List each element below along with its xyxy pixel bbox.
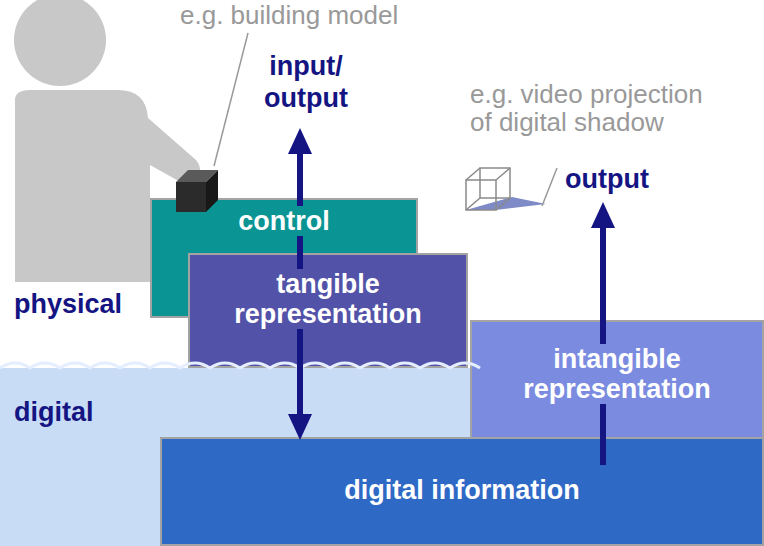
arrow-shaft — [600, 224, 606, 465]
layer-box: tangible representation — [188, 253, 468, 368]
leader-line — [542, 168, 557, 206]
label-holder: e.g. video projection of digital shadow — [470, 80, 715, 136]
layer-box: digital information — [160, 437, 764, 546]
wireframe-cube — [466, 168, 510, 210]
cube-side — [206, 170, 218, 212]
arrow-label: input/ output — [256, 50, 356, 114]
box-title: tangible representation — [214, 269, 442, 329]
building-model-cube — [176, 170, 218, 212]
arrow-head — [288, 128, 312, 154]
callout-text: e.g. video projection of digital shadow — [470, 80, 715, 136]
layer-box: intangible representation — [470, 320, 764, 440]
cube-front — [176, 182, 206, 212]
label-holder: input/ output — [256, 50, 356, 114]
box-title: digital information — [340, 475, 584, 505]
callout-text: e.g. building model — [180, 0, 440, 30]
leader-line — [214, 33, 248, 166]
layer-label: digital — [14, 396, 139, 428]
box-title: control — [234, 206, 334, 236]
arrow-label: output — [565, 163, 685, 195]
arrow-head — [591, 202, 615, 228]
label-holder: digital — [14, 396, 139, 428]
input-output-arrow — [288, 128, 312, 440]
label-holder: physical — [14, 288, 139, 320]
label-holder: e.g. building model — [180, 0, 440, 30]
cube-side-edges — [466, 168, 510, 210]
output-arrow — [591, 202, 615, 465]
person-head — [14, 0, 106, 86]
water-wave — [0, 363, 480, 368]
arrow-shaft — [297, 150, 303, 418]
box-title: intangible representation — [503, 344, 731, 404]
arrow-head — [288, 414, 312, 440]
layer-label: physical — [14, 288, 139, 320]
label-holder: output — [565, 163, 685, 195]
